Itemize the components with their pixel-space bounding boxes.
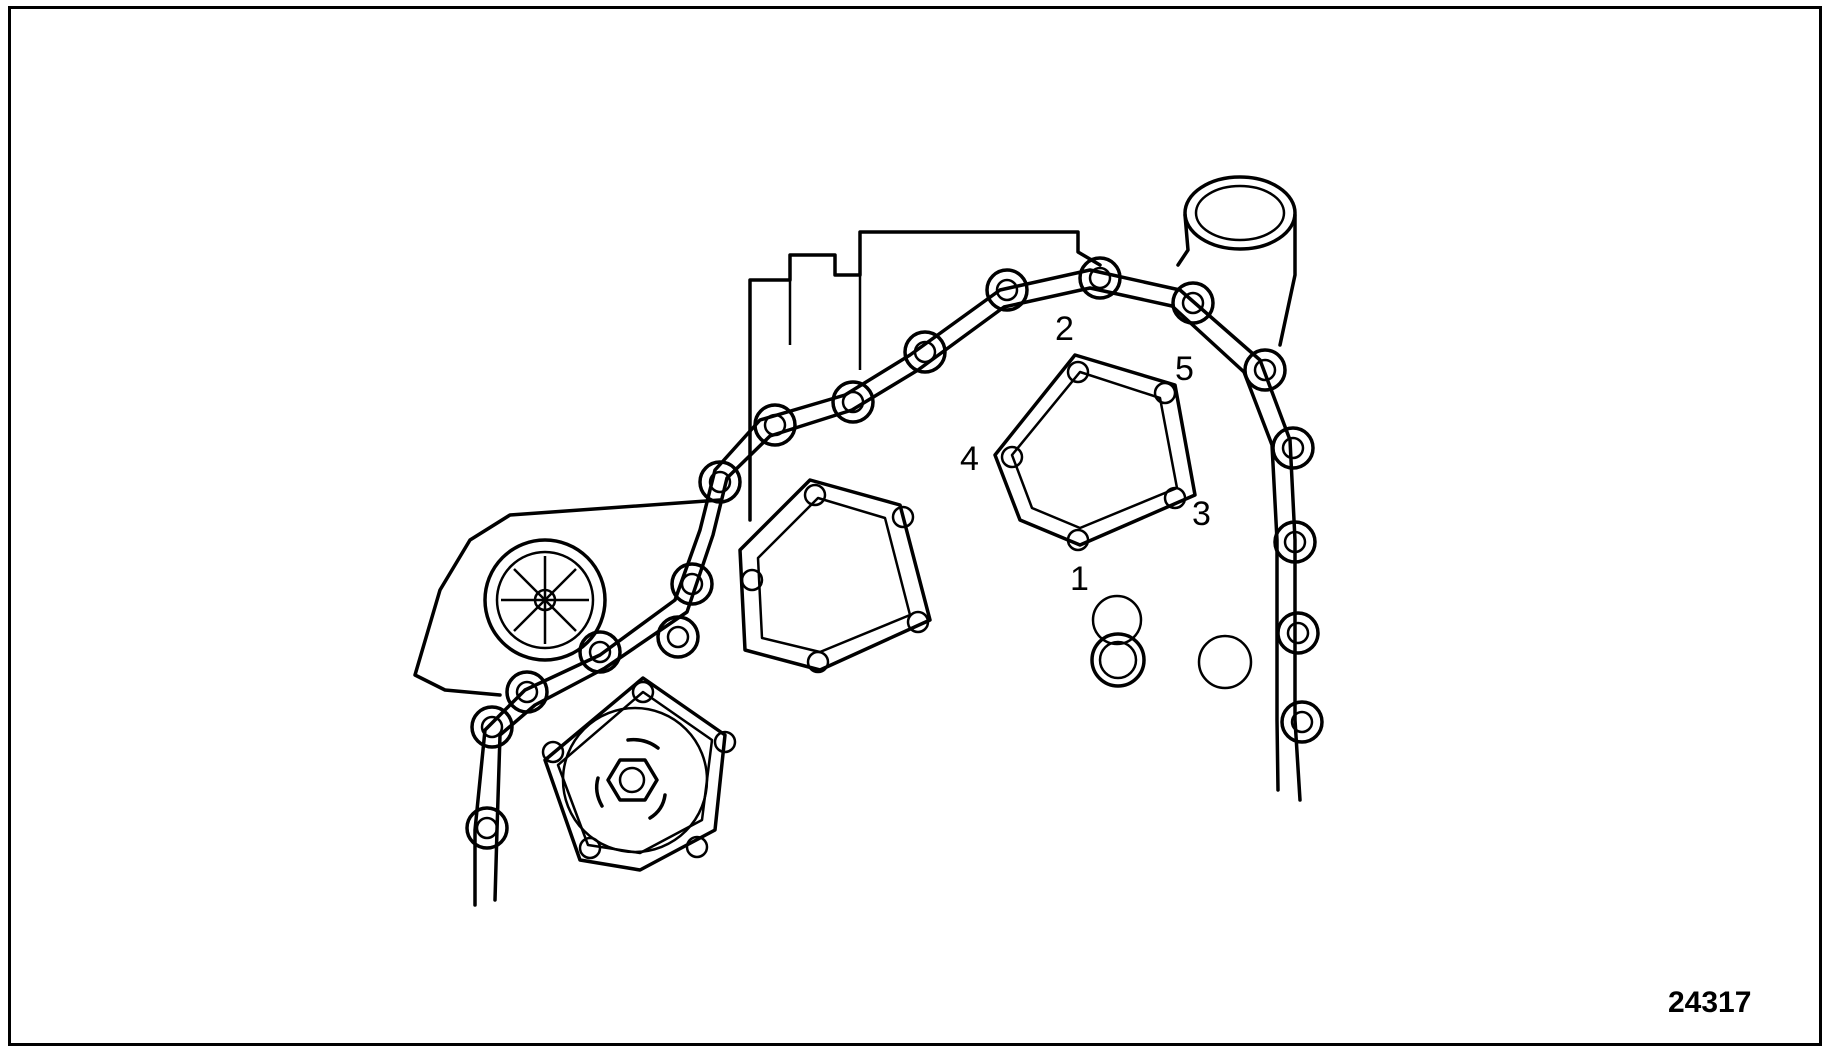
bolt-boss bbox=[465, 806, 509, 850]
bolt-hole-3 bbox=[1163, 486, 1187, 510]
figure-number: 24317 bbox=[1668, 986, 1751, 1019]
bolt-boss bbox=[1171, 281, 1215, 325]
bolt-hole-4 bbox=[1000, 445, 1024, 469]
bolt-boss bbox=[1273, 520, 1317, 564]
bolt-boss bbox=[753, 403, 797, 447]
bolt-boss bbox=[1276, 611, 1320, 655]
diagram-frame bbox=[8, 6, 1822, 1046]
bolt-hole-5 bbox=[1153, 381, 1177, 405]
bolt-label-1: 1 bbox=[1070, 560, 1089, 598]
plugs bbox=[1090, 594, 1253, 690]
bolt-hole-1 bbox=[1066, 528, 1090, 552]
left-pump-housing bbox=[413, 498, 722, 697]
bolt-hole-2 bbox=[1066, 360, 1090, 384]
bolt-boss bbox=[903, 330, 947, 374]
bolt-boss bbox=[1271, 426, 1315, 470]
bolt-label-5: 5 bbox=[1175, 350, 1194, 388]
bolt-label-3: 3 bbox=[1192, 495, 1211, 533]
bolt-boss bbox=[656, 615, 700, 659]
outer-bolt-bosses bbox=[465, 256, 1324, 850]
numbered-cover-plate bbox=[993, 353, 1197, 552]
bolt-boss bbox=[1280, 700, 1324, 744]
bolt-boss bbox=[1078, 256, 1122, 300]
bolt-boss bbox=[578, 630, 622, 674]
bolt-boss bbox=[1243, 348, 1287, 392]
upper-housing bbox=[748, 230, 1102, 522]
bolt-boss bbox=[698, 460, 742, 504]
bolt-boss bbox=[470, 705, 514, 749]
bolt-boss bbox=[670, 562, 714, 606]
bolt-boss bbox=[831, 380, 875, 424]
bolt-label-4: 4 bbox=[960, 440, 979, 478]
outlet-pipe bbox=[1176, 175, 1297, 347]
impeller-spokes bbox=[501, 556, 589, 644]
bolt-boss bbox=[505, 670, 549, 714]
bolt-label-2: 2 bbox=[1055, 310, 1074, 348]
bolt-boss bbox=[985, 268, 1029, 312]
bolt-labels: 2 5 4 3 1 bbox=[960, 310, 1211, 598]
middle-cover-plate bbox=[738, 478, 932, 674]
lower-pulley bbox=[541, 676, 737, 872]
